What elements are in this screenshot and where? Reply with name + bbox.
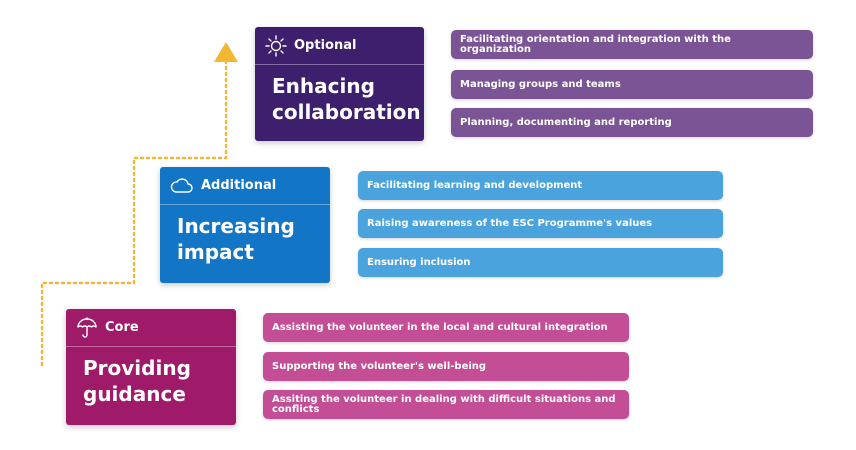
tier-label: Core [105, 320, 139, 335]
tier-label: Optional [294, 38, 357, 53]
arrow-head-icon [214, 42, 238, 62]
level-optional-header: Optional [255, 27, 424, 65]
level-additional-block: Additional Increasing impact [160, 167, 330, 283]
core-item-3: Assiting the volunteer in dealing with d… [263, 390, 629, 419]
cloud-icon [170, 177, 193, 193]
level-optional-block: Optional Enhacing collaboration [255, 27, 424, 141]
umbrella-icon [77, 316, 97, 338]
additional-item-1: Facilitating learning and development [358, 171, 723, 200]
core-item-2: Supporting the volunteer's well-being [263, 352, 629, 381]
level-title: Increasing impact [177, 214, 295, 264]
optional-item-3: Planning, documenting and reporting [451, 108, 813, 137]
level-core-header: Core [66, 309, 236, 347]
additional-item-2: Raising awareness of the ESC Programme's… [358, 209, 723, 238]
level-title: Enhacing collaboration [272, 74, 421, 124]
level-core-block: Core Providing guidance [66, 309, 236, 425]
optional-item-1: Facilitating orientation and integration… [451, 30, 813, 59]
core-item-1: Assisting the volunteer in the local and… [263, 313, 629, 342]
additional-item-3: Ensuring inclusion [358, 248, 723, 277]
optional-item-2: Managing groups and teams [451, 70, 813, 99]
tier-label: Additional [201, 178, 277, 193]
level-additional-header: Additional [160, 167, 330, 205]
sun-icon [265, 34, 287, 57]
level-title: Providing guidance [83, 356, 191, 406]
dotted-path [40, 60, 228, 367]
